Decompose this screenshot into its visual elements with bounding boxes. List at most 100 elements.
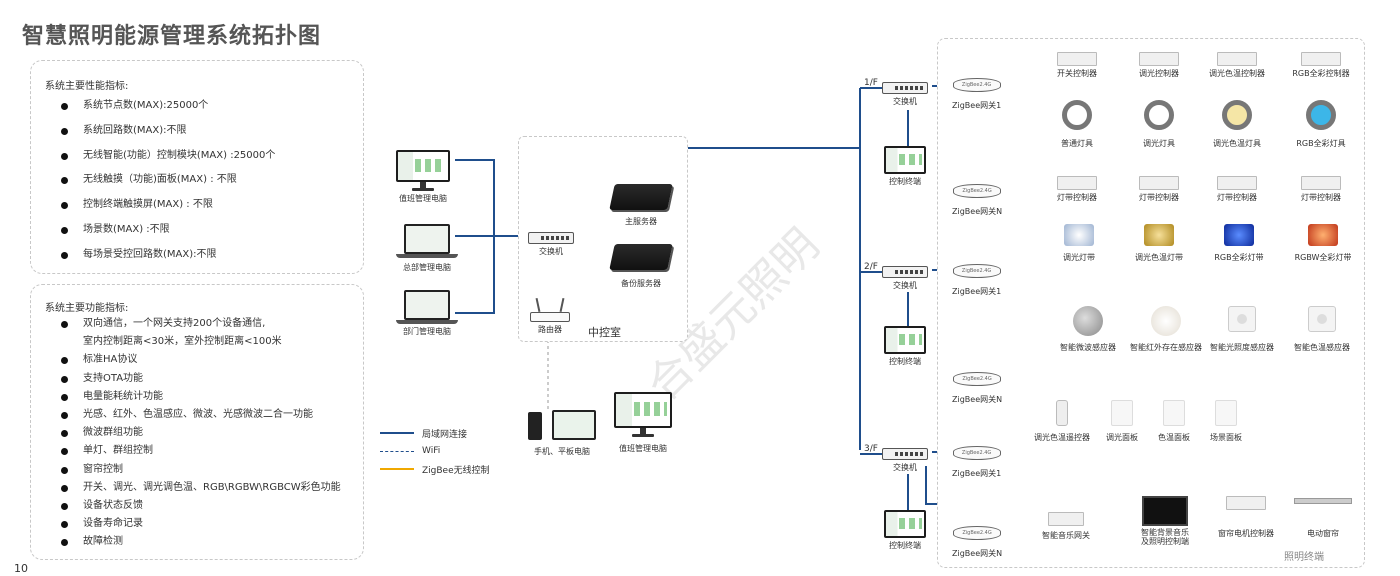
lamp-dimming: 调光灯具 (1134, 100, 1184, 149)
curtain-icon (1294, 498, 1352, 504)
downlight-icon (1222, 100, 1252, 130)
zigbee-gateway: ZigBee2.4G ZigBee网关1 (952, 446, 1001, 479)
downlight-icon (1306, 100, 1336, 130)
lamp-normal: 普通灯具 (1052, 100, 1102, 149)
server-icon (609, 184, 673, 210)
control-terminal: 控制终端 (884, 146, 926, 187)
lux-sensor: 智能光照度感应器 (1210, 306, 1274, 353)
downlight-icon (1144, 100, 1174, 130)
perf-item: 每场景受控回路数(MAX):不限 (57, 248, 275, 273)
strip-rgb: RGB全彩灯带 (1212, 224, 1266, 263)
router-icon (530, 312, 570, 322)
func-item: 设备状态反馈 (57, 499, 341, 517)
func-item: 单灯、群组控制 (57, 444, 341, 462)
gateway-icon: ZigBee2.4G (952, 78, 1001, 92)
hq-pc-label: 总部管理电脑 (403, 263, 451, 272)
core-switch-label: 交换机 (539, 247, 563, 256)
func-item: 窗帘控制 (57, 463, 341, 481)
dimming-panel: 调光面板 (1102, 400, 1142, 443)
mgmt-pc-label: 值班管理电脑 (399, 194, 447, 203)
func-item: 光感、红外、色温感应、微波、光感微波二合一功能 (57, 408, 341, 426)
func-item: 双向通信，一个网关支持200个设备通信, (57, 317, 341, 335)
strip-cct: 调光色温灯带 (1130, 224, 1188, 263)
laptop-icon (404, 224, 450, 254)
controller-icon (1139, 176, 1179, 190)
gateway-icon: ZigBee2.4G (953, 372, 1002, 386)
terminal-area-label: 照明终端 (1284, 552, 1324, 563)
gateway-icon: ZigBee2.4G (952, 446, 1001, 460)
downlight-icon (1062, 100, 1092, 130)
switch-icon (528, 232, 574, 244)
scene-panel: 场景面板 (1206, 400, 1246, 443)
legend-lan: 局域网连接 (380, 424, 490, 442)
performance-list: 系统节点数(MAX):25000个 系统回路数(MAX):不限 无线智能(功能）… (57, 99, 275, 273)
dimming-controller: 调光控制器 (1134, 52, 1184, 79)
phone-tablet-label: 手机、平板电脑 (534, 447, 590, 456)
func-item: 电量能耗统计功能 (57, 390, 341, 408)
touchscreen-icon (884, 326, 926, 354)
curtain-controller: 窗帘电机控制器 (1218, 496, 1274, 539)
func-item: 室内控制距离<30米，室外控制距离<100米 (83, 336, 282, 348)
rgb-controller: RGB全彩控制器 (1292, 52, 1350, 79)
backup-server: 备份服务器 (609, 244, 673, 289)
backup-server-label: 备份服务器 (621, 279, 661, 288)
func-item: 设备寿命记录 (57, 517, 341, 535)
perf-item: 无线智能(功能）控制模块(MAX) :25000个 (57, 149, 275, 174)
floor-switch: 交换机 (882, 82, 928, 107)
led-strip-icon (1064, 224, 1094, 246)
touchscreen-icon (884, 146, 926, 174)
sensor-icon (1151, 306, 1181, 336)
led-strip-icon (1144, 224, 1174, 246)
floor-label: 2/F (864, 262, 878, 272)
microwave-sensor: 智能微波感应器 (1058, 306, 1118, 353)
switch-icon (882, 82, 928, 94)
control-terminal: 控制终端 (884, 510, 926, 551)
legend-wifi: WiFi (380, 442, 490, 460)
controller-icon (1057, 176, 1097, 190)
zigbee-gateway: ZigBee2.4G ZigBee网关1 (952, 78, 1001, 111)
switch-controller: 开关控制器 (1052, 52, 1102, 79)
gateway-icon: ZigBee2.4G (952, 264, 1001, 278)
controller-icon (1217, 52, 1257, 66)
control-terminal: 控制终端 (884, 326, 926, 367)
monitor-icon (396, 150, 450, 182)
func-item: 故障检测 (57, 535, 341, 553)
strip-controller: 灯带控制器 (1212, 176, 1262, 203)
controller-icon (1226, 496, 1266, 510)
zigbee-gateway: ZigBee2.4G ZigBee网关1 (952, 264, 1001, 297)
server-icon (609, 244, 673, 270)
controller-icon (1301, 52, 1341, 66)
remote-icon (1056, 400, 1068, 426)
led-strip-icon (1224, 224, 1254, 246)
core-switch: 交换机 (528, 232, 574, 257)
music-gateway-icon (1048, 512, 1084, 526)
controller-icon (1301, 176, 1341, 190)
cct-panel: 色温面板 (1154, 400, 1194, 443)
strip-controller: 灯带控制器 (1134, 176, 1184, 203)
switch-icon (882, 448, 928, 460)
router-label: 路由器 (538, 325, 562, 334)
tablet-icon (552, 410, 596, 440)
duty-pc: 值班管理电脑 (614, 392, 672, 454)
hq-pc: 总部管理电脑 (396, 224, 458, 273)
lamp-rgb: RGB全彩灯具 (1296, 100, 1346, 149)
dept-pc-label: 部门管理电脑 (403, 327, 451, 336)
strip-dimming: 调光灯带 (1052, 224, 1106, 263)
func-item: 支持OTA功能 (57, 372, 341, 390)
duty-pc-label: 值班管理电脑 (619, 444, 667, 453)
perf-item: 无线触摸（功能)面板(MAX) : 不限 (57, 173, 275, 198)
phone-icon (528, 412, 542, 440)
performance-panel: 系统主要性能指标: 系统节点数(MAX):25000个 系统回路数(MAX):不… (30, 60, 364, 274)
function-heading: 系统主要功能指标: (45, 303, 129, 314)
zigbee-gateway: ZigBee2.4G ZigBee网关N (952, 184, 1002, 217)
controller-icon (1217, 176, 1257, 190)
floor-label: 1/F (864, 78, 878, 88)
controller-icon (1057, 52, 1097, 66)
router: 路由器 (530, 298, 570, 335)
strip-rgbw: RGBW全彩灯带 (1294, 224, 1352, 263)
function-panel: 系统主要功能指标: 双向通信，一个网关支持200个设备通信, 室内控制距离<30… (30, 284, 364, 560)
main-server-label: 主服务器 (625, 217, 657, 226)
floor-switch: 交换机 (882, 448, 928, 473)
touchscreen-icon (884, 510, 926, 538)
phone-tablet: 手机、平板电脑 (528, 410, 596, 457)
